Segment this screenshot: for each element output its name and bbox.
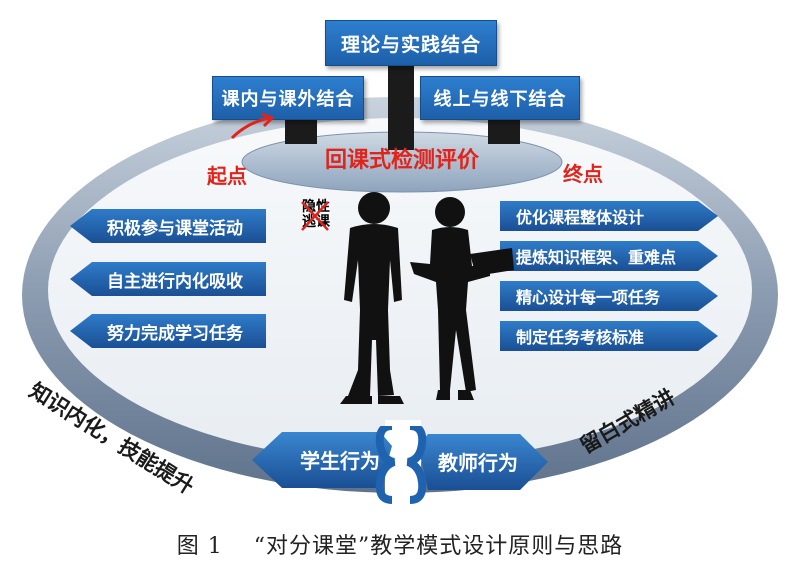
teacher-silhouette-icon	[410, 197, 514, 400]
platform-label: 回课式检测评价	[324, 148, 479, 173]
teacher-arrow	[418, 434, 548, 490]
figure-caption: 图 1 “对分课堂”教学模式设计原则与思路	[176, 534, 624, 559]
teacher-item-3: 精心设计每一项任务	[500, 281, 718, 311]
bracket-left	[375, 426, 396, 504]
student-item-3: 努力完成学习任务	[70, 314, 266, 348]
box-in-out-class: 课内与课外结合	[212, 76, 364, 120]
pillar-center	[388, 58, 414, 150]
end-label: 终点	[563, 162, 603, 186]
bottom-arrows	[252, 426, 548, 504]
student-behavior-label: 学生行为	[300, 449, 380, 473]
bracket-right	[406, 426, 427, 504]
student-item-1: 积极参与课堂活动	[70, 209, 266, 243]
student-item-2: 自主进行内化吸收	[70, 262, 266, 296]
start-label: 起点	[207, 164, 247, 188]
student-silhouette-icon	[340, 192, 404, 404]
box-online-offline: 线上与线下结合	[420, 76, 580, 120]
box-theory-practice: 理论与实践结合	[325, 20, 497, 66]
teacher-item-4: 制定任务考核标准	[500, 321, 718, 351]
start-arrow-icon	[230, 112, 275, 140]
teacher-behavior-label: 教师行为	[438, 451, 518, 475]
cross-mark-icon	[301, 201, 329, 231]
people-silhouettes	[340, 192, 514, 404]
teacher-item-1: 优化课程整体设计	[500, 201, 718, 231]
teacher-item-2: 提炼知识框架、重难点	[500, 241, 718, 271]
student-arrow	[252, 432, 392, 488]
